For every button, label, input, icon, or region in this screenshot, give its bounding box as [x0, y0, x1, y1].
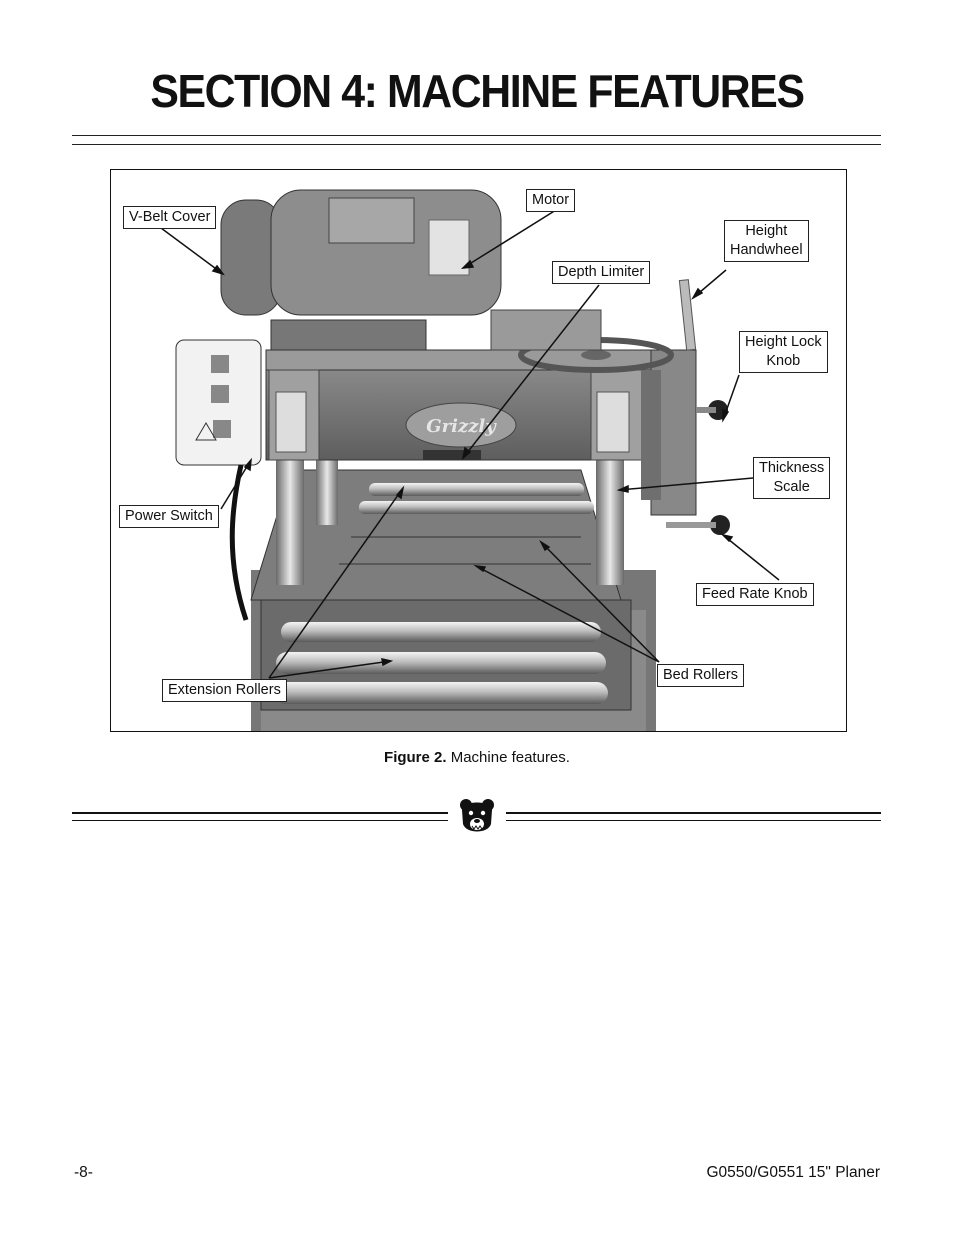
warning-label-left — [275, 391, 307, 453]
figure-caption-text: Machine features. — [446, 749, 570, 766]
figure-caption: Figure 2. Machine features. — [0, 749, 954, 766]
callout-thickness-scale: Thickness Scale — [753, 457, 831, 499]
motor-base — [270, 319, 427, 351]
handwheel-handle — [678, 279, 697, 351]
page-number: -8- — [74, 1164, 93, 1181]
divider-left-bottom — [72, 820, 448, 821]
callout-motor: Motor — [526, 189, 576, 212]
callout-height-lock-knob: Height Lock Knob — [739, 331, 828, 373]
callout-v-belt-cover: V-Belt Cover — [123, 206, 217, 229]
divider-right-bottom — [506, 820, 881, 821]
callout-power-switch: Power Switch — [119, 505, 219, 528]
callout-bed-rollers: Bed Rollers — [657, 664, 744, 687]
bed-roller-2 — [359, 501, 594, 514]
footer-manual-title: G0550/G0551 15" Planer — [706, 1164, 880, 1181]
machine-figure: Grizzly — [110, 169, 847, 732]
extension-roller-1 — [281, 622, 601, 642]
brand-badge — [405, 402, 517, 448]
section-title: SECTION 4: MACHINE FEATURES — [150, 65, 805, 117]
column-left-back — [316, 455, 338, 525]
bed-roller-1 — [369, 483, 584, 496]
column-right-front — [596, 455, 624, 585]
title-rule-bottom — [72, 144, 881, 145]
motor-junction-box — [328, 197, 415, 244]
callout-feed-rate-knob: Feed Rate Knob — [696, 583, 814, 606]
extension-roller-3 — [273, 682, 608, 704]
extension-roller-2 — [276, 652, 606, 674]
divider-left-top — [72, 812, 448, 814]
planer-illustration: Grizzly — [160, 189, 780, 731]
figure-caption-label: Figure 2. — [384, 749, 447, 766]
title-rule-top — [72, 135, 881, 136]
depth-limiter-block — [423, 450, 481, 460]
bear-logo-icon — [460, 799, 494, 832]
column-left-front — [276, 455, 304, 585]
feed-rate-knob-shape — [710, 515, 730, 535]
callout-height-handwheel: Height Handwheel — [724, 220, 809, 262]
callout-extension-rollers: Extension Rollers — [162, 679, 287, 702]
brand-badge-text: Grizzly — [426, 416, 497, 437]
caution-label-right — [596, 391, 630, 453]
divider-right-top — [506, 812, 881, 814]
callout-depth-limiter: Depth Limiter — [552, 261, 651, 284]
